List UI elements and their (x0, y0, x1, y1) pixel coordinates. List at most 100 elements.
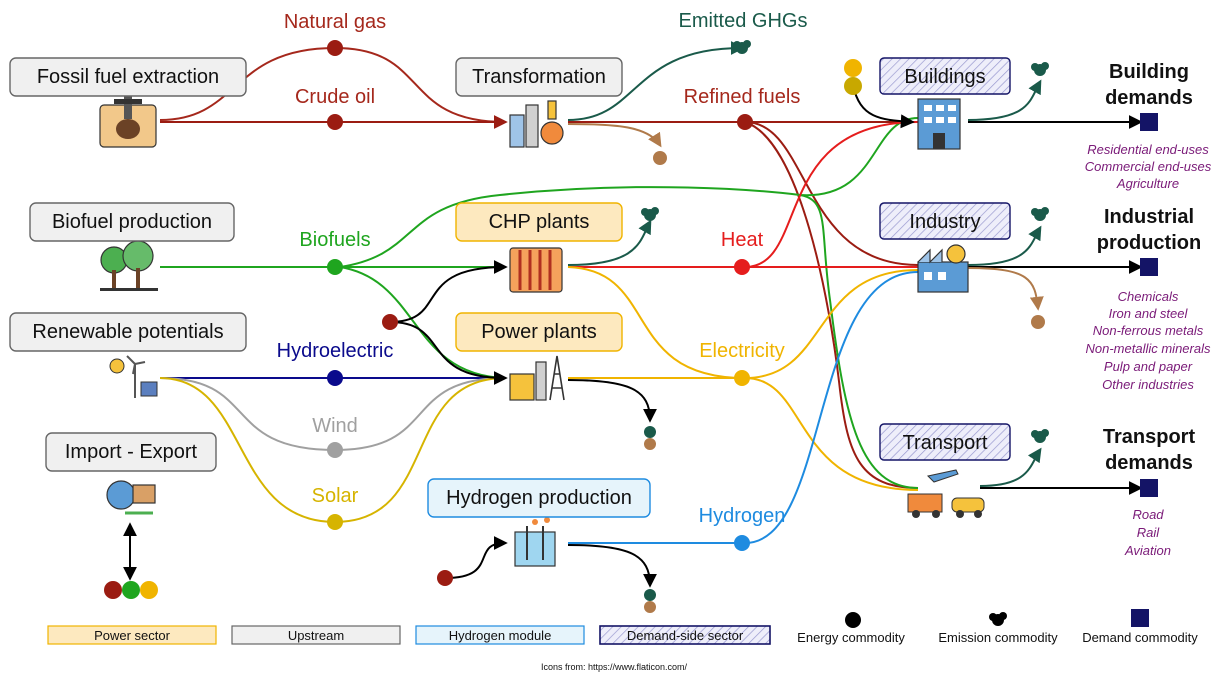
transport-demands-title-line1: Transport (1103, 426, 1196, 448)
legend-emission-commodity-icon (989, 612, 1007, 626)
industry-emission-flow (967, 267, 1044, 311)
buildings-sector-box: Buildings (879, 57, 1011, 95)
legend: Power sector Upstream Hydrogen module De… (47, 609, 1198, 672)
natural-gas-label: Natural gas (284, 11, 386, 33)
biofuels-label: Biofuels (299, 229, 370, 251)
ghg-flow-transformation (567, 41, 745, 121)
hydrogen-emission-flow (567, 544, 657, 588)
refined-fuels-label: Refined fuels (684, 86, 801, 108)
transformation-box: Transformation (455, 57, 623, 97)
biofuels-node (327, 259, 343, 275)
natural-gas-node (327, 40, 343, 56)
buildings-input-node-2 (844, 77, 862, 95)
industrial-demand-item: Non-metallic minerals (1086, 341, 1211, 356)
building-demand-item: Commercial end-uses (1085, 159, 1212, 174)
industry-sector-box: Industry (879, 202, 1011, 240)
industrial-demand-item: Chemicals (1118, 289, 1179, 304)
transport-ghg-flow (979, 447, 1042, 487)
extraction-icon (99, 95, 157, 148)
emission-icons (641, 40, 1049, 613)
forest-icon (100, 240, 158, 291)
renewable-potentials-box: Renewable potentials (9, 312, 247, 352)
renewables-icon (109, 355, 158, 398)
transport-demands-title-line2: demands (1105, 452, 1193, 474)
legend-energy-commodity-symbol (845, 612, 861, 628)
hydrogen-production-box: Hydrogen production (427, 478, 651, 518)
solar-node (327, 514, 343, 530)
industrial-production-title-line1: Industrial (1104, 206, 1194, 228)
renewable-potentials-label: Renewable potentials (32, 321, 223, 343)
legend-demand-commodity: Demand commodity (1082, 630, 1198, 645)
building-demands-title-line2: demands (1105, 87, 1193, 109)
industrial-demand-node (1140, 258, 1158, 276)
import-export-label: Import - Export (65, 441, 198, 463)
transport-icon (907, 469, 985, 518)
energy-input-to-hydrogen (444, 536, 508, 579)
transport-demand-item: Rail (1137, 525, 1161, 540)
heat-to-buildings (744, 121, 919, 268)
biofuels-to-transport (799, 194, 919, 489)
transport-demand-item: Road (1132, 507, 1164, 522)
industrial-demand-item: Other industries (1102, 377, 1194, 392)
legend-demand-commodity-symbol (1131, 609, 1149, 627)
emitted-ghgs-label: Emitted GHGs (679, 10, 808, 32)
buildings-ghg-flow (967, 79, 1042, 121)
power-plant-icon (509, 355, 565, 401)
building-demands-title-line1: Building (1109, 61, 1189, 83)
emission-flow-transformation (567, 123, 662, 148)
hydrogen-production-label: Hydrogen production (446, 487, 632, 509)
transport-demand-node (1140, 479, 1158, 497)
factory-icon (917, 244, 969, 293)
crude-oil-node (327, 114, 343, 130)
icon-credit: Icons from: https://www.flaticon.com/ (541, 662, 688, 672)
industrial-demand-item: Non-ferrous metals (1093, 323, 1204, 338)
flow-labels: Natural gas Crude oil Emitted GHGs Refin… (277, 10, 808, 527)
ghg-cloud-icon (733, 40, 751, 54)
industry-ghg-flow (967, 225, 1042, 266)
electricity-to-industry (744, 269, 919, 379)
wind-node (327, 442, 343, 458)
crude-oil-label: Crude oil (295, 86, 375, 108)
electrolyzer-icon (514, 517, 556, 567)
building-demands: Building demands Residential end-uses Co… (1085, 61, 1212, 191)
brown-emission-icon (1031, 315, 1045, 329)
heater-icon (509, 247, 563, 293)
solar-label: Solar (312, 485, 359, 507)
legend-power-sector: Power sector (94, 628, 171, 643)
buildings-label: Buildings (904, 66, 985, 88)
import-export-node-1 (104, 581, 122, 599)
electricity-label: Electricity (699, 340, 785, 362)
transport-label: Transport (903, 432, 988, 454)
biofuel-production-label: Biofuel production (52, 211, 212, 233)
electricity-to-transport (744, 377, 919, 491)
globe-trade-icon (106, 480, 156, 515)
transport-sector-box: Transport (879, 423, 1011, 461)
industrial-production-title-line2: production (1097, 232, 1201, 254)
refinery-icon (509, 100, 564, 148)
refined-fuels-to-industry (744, 121, 919, 266)
chp-to-electricity (567, 266, 746, 379)
ghg-cloud-icon (1031, 62, 1049, 76)
buildings-input-node-1 (844, 59, 862, 77)
emission-mixed-icon (644, 426, 656, 450)
industrial-production: Industrial production Chemicals Iron and… (1086, 206, 1211, 392)
chp-ghg-flow (567, 219, 652, 266)
electricity-node (734, 370, 750, 386)
biofuel-production-box: Biofuel production (29, 202, 235, 242)
emission-mixed-icon (644, 589, 656, 613)
biofuels-to-power (339, 266, 506, 379)
import-export-node-3 (140, 581, 158, 599)
building-demand-item: Residential end-uses (1087, 142, 1209, 157)
chp-plants-box: CHP plants (455, 202, 623, 242)
power-plants-label: Power plants (481, 321, 597, 343)
legend-emission-commodity: Emission commodity (938, 630, 1058, 645)
technology-icons (99, 95, 985, 567)
refined-fuels-node (737, 114, 753, 130)
import-export-box: Import - Export (45, 432, 217, 472)
commodity-nodes (104, 40, 1158, 599)
industrial-demand-item: Iron and steel (1109, 306, 1189, 321)
power-emission-flow (567, 379, 657, 423)
import-export-node-2 (122, 581, 140, 599)
ghg-cloud-icon (641, 207, 659, 221)
